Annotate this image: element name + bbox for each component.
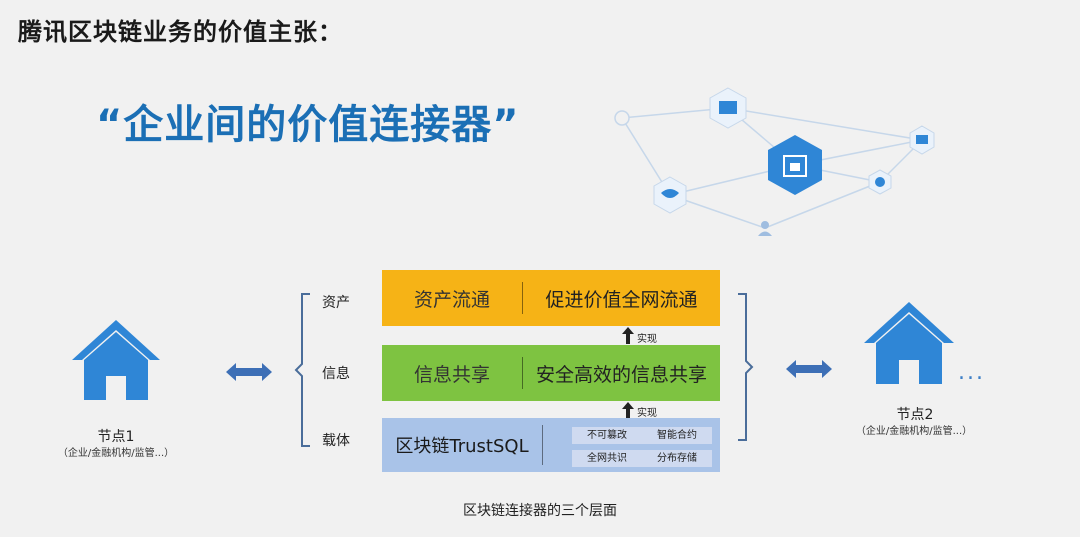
layer-info: 信息共享 安全高效的信息共享 <box>382 345 720 401</box>
layer-carrier-title: 区块链TrustSQL <box>395 436 529 457</box>
double-arrow-icon <box>786 360 832 378</box>
up-arrow-icon <box>622 402 634 418</box>
chip-smart-contract: 智能合约 <box>642 427 712 444</box>
network-node <box>614 110 630 126</box>
layer-asset: 资产流通 促进价值全网流通 <box>382 270 720 326</box>
coin-icon <box>868 169 892 195</box>
slogan-heading: “企业间的价值连接器” <box>96 102 520 148</box>
layer-info-title: 信息共享 <box>413 363 490 386</box>
house-icon-node2 <box>864 302 954 384</box>
layer-asset-title: 资产流通 <box>413 288 490 311</box>
arrow-label-implement: 实现 <box>637 408 657 419</box>
layer-divider <box>522 357 523 389</box>
right-bracket <box>738 293 754 441</box>
house-icon-node1 <box>72 320 160 400</box>
node1-sublabel: （企业/金融机构/监管...） <box>57 448 175 459</box>
layer-label-carrier: 载体 <box>322 433 350 449</box>
node1-label: 节点1 <box>97 429 135 445</box>
layer-label-asset: 资产 <box>322 295 350 311</box>
layer-divider <box>522 282 523 314</box>
lock-icon <box>768 135 822 195</box>
more-nodes-ellipsis: ... <box>958 360 985 385</box>
left-bracket <box>294 293 310 447</box>
layer-label-info: 信息 <box>322 366 350 382</box>
arrow-label-implement: 实现 <box>637 334 657 345</box>
up-arrow-icon <box>622 327 634 344</box>
shield-icon <box>909 125 935 155</box>
double-arrow-icon <box>226 363 272 381</box>
chip-distributed-storage: 分布存储 <box>642 450 712 467</box>
handshake-icon <box>653 176 687 214</box>
user-icon <box>758 221 772 236</box>
layer-asset-desc: 促进价值全网流通 <box>545 288 698 311</box>
briefcase-icon <box>709 87 747 129</box>
chip-consensus: 全网共识 <box>572 450 642 467</box>
page-title: 腾讯区块链业务的价值主张： <box>18 18 343 46</box>
node2-label: 节点2 <box>896 407 934 423</box>
layer-info-desc: 安全高效的信息共享 <box>535 363 707 386</box>
node2-sublabel: （企业/金融机构/监管...） <box>855 426 973 437</box>
layer-divider <box>542 425 543 465</box>
chip-tamper-proof: 不可篡改 <box>572 427 642 444</box>
network-illustration <box>614 87 935 236</box>
diagram-caption: 区块链连接器的三个层面 <box>463 503 617 519</box>
